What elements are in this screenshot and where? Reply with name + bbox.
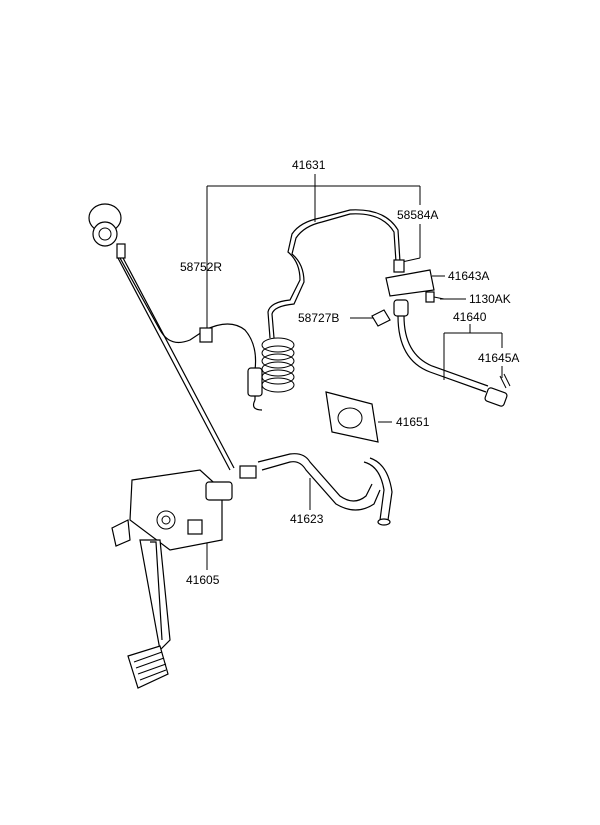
leader-41631 [206,174,421,330]
part-number-1130AK: 1130AK [469,292,511,306]
part-number-58584A: 58584A [397,208,439,222]
part-number-41645A: 41645A [478,351,520,365]
pipe-41623 [239,453,393,526]
part-number-41631: 41631 [292,158,326,172]
clip-58584A [393,259,405,273]
part-number-41623: 41623 [290,512,324,526]
cable-41631 [117,209,401,471]
clip-58727B [371,309,391,327]
part-number-58752R: 58752R [180,260,223,274]
bracket-41643A [385,269,435,297]
part-number-41640: 41640 [453,310,487,324]
bolt-1130AK [425,291,445,303]
hose-41640 [393,299,508,407]
clip-41645A [499,373,511,389]
part-number-41643A: 41643A [448,269,490,283]
part-number-41651: 41651 [396,415,430,429]
part-number-58727B: 58727B [298,311,340,325]
part-number-41605: 41605 [186,573,220,587]
pedal-assembly-41605 [111,469,233,689]
clip-58752R [199,327,213,343]
leader-41640 [443,324,503,380]
gasket-41651 [325,391,379,443]
cable-end-ring [88,203,126,259]
